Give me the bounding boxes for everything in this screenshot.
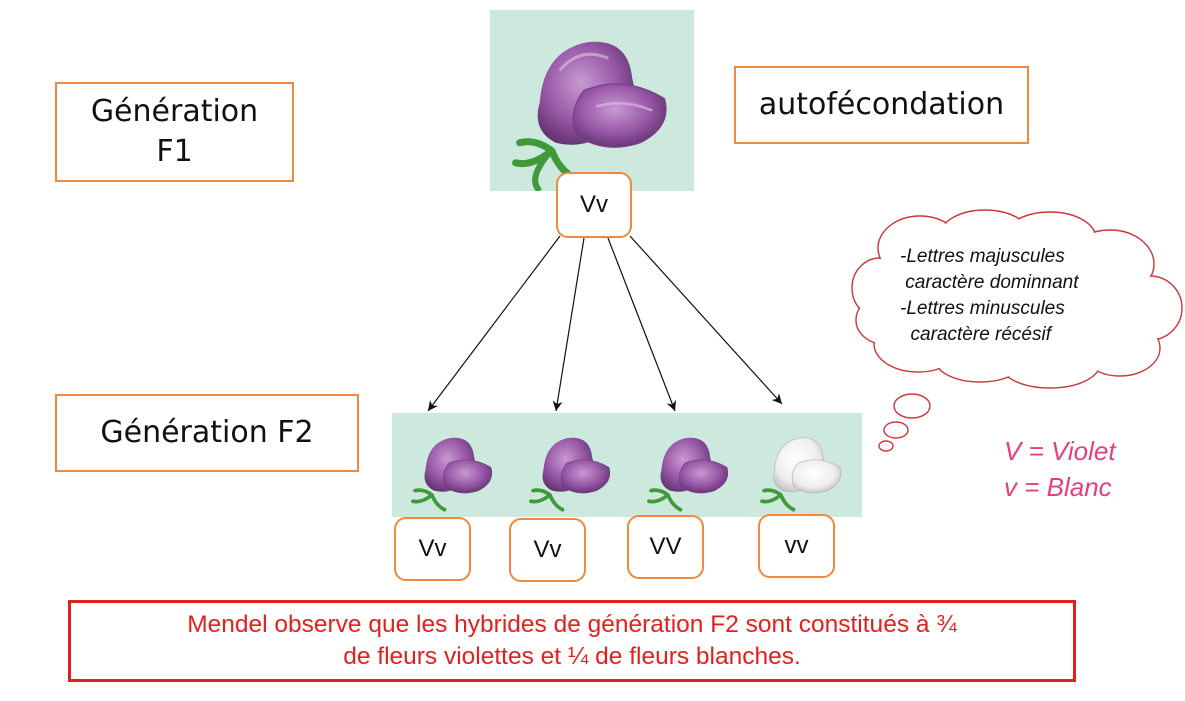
thought-cloud bbox=[851, 209, 1183, 452]
offspring-genotype-4: vv bbox=[784, 532, 809, 559]
arrow-to-offspring-3 bbox=[607, 237, 677, 412]
autofecondation-text: autofécondation bbox=[758, 86, 1005, 122]
cloud-line-4: caractère récésif bbox=[900, 324, 1051, 345]
arrow-to-offspring-1 bbox=[427, 235, 561, 412]
offspring-flower-3 bbox=[647, 437, 729, 512]
offspring-genotype-2: Vv bbox=[533, 536, 562, 563]
offspring-flower-2 bbox=[529, 437, 611, 512]
parent-flower-image bbox=[512, 41, 667, 194]
conclusion-line-2: de fleurs violettes et ¼ de fleurs blanc… bbox=[343, 643, 801, 670]
cloud-line-1: -Lettres majuscules bbox=[900, 246, 1065, 267]
conclusion-box: Mendel observe que les hybrides de génér… bbox=[68, 600, 1076, 682]
offspring-genotype-1: Vv bbox=[418, 535, 447, 562]
offspring-genotype-box-3: VV bbox=[627, 515, 704, 579]
offspring-genotype-3: VV bbox=[649, 533, 682, 560]
generation-f1-line1: Génération bbox=[90, 93, 259, 129]
arrow-to-offspring-2 bbox=[552, 237, 585, 412]
autofecondation-label: autofécondation bbox=[734, 66, 1029, 144]
offspring-flower-panel bbox=[392, 413, 862, 517]
offspring-genotype-box-1: Vv bbox=[394, 517, 471, 581]
offspring-genotype-box-2: Vv bbox=[509, 518, 586, 582]
parent-flower-panel bbox=[490, 10, 694, 194]
legend-blanc: v = Blanc bbox=[1004, 472, 1112, 502]
offspring-flower-1 bbox=[411, 437, 493, 512]
offspring-genotype-box-4: vv bbox=[758, 514, 835, 578]
generation-f1-label: Génération F1 bbox=[55, 82, 294, 182]
parent-genotype: Vv bbox=[579, 191, 608, 218]
conclusion-line-1: Mendel observe que les hybrides de génér… bbox=[187, 611, 957, 638]
arrow-to-offspring-4 bbox=[629, 235, 783, 405]
cloud-line-2: caractère dominnant bbox=[900, 272, 1079, 293]
offspring-flower-4 bbox=[760, 437, 842, 512]
generation-f2-label: Génération F2 bbox=[55, 394, 359, 472]
cloud-line-3: -Lettres minuscules bbox=[900, 298, 1065, 319]
generation-f2-text: Génération F2 bbox=[100, 414, 314, 450]
parent-genotype-box: Vv bbox=[556, 172, 632, 238]
legend-violet: V = Violet bbox=[1004, 436, 1116, 466]
generation-f1-line2: F1 bbox=[156, 134, 193, 169]
